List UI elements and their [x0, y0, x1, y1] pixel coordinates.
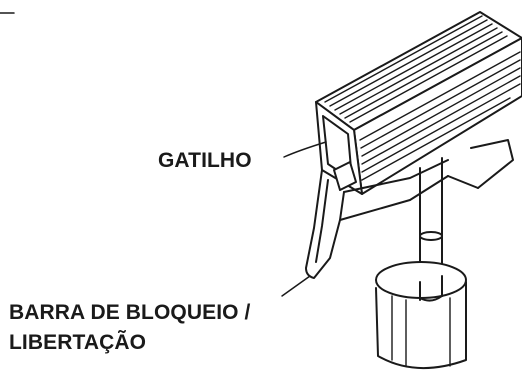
lock-release-bar — [305, 169, 345, 279]
lock-release-bar-label-line2: LIBERTAÇÃO — [9, 331, 147, 354]
bracket-right-arm — [470, 139, 514, 189]
grip-ribs-side — [359, 51, 521, 181]
lock-release-leader-line — [281, 275, 311, 297]
trigger-tab — [333, 161, 357, 191]
base-flutes — [391, 295, 451, 367]
lock-release-bar-label-line1: BARRA DE BLOQUEIO / — [9, 301, 251, 324]
grip-ribs-top — [324, 15, 508, 123]
base-cylinder — [375, 281, 467, 369]
trigger-label: GATILHO — [158, 149, 252, 172]
trigger-leader-line — [283, 141, 327, 158]
